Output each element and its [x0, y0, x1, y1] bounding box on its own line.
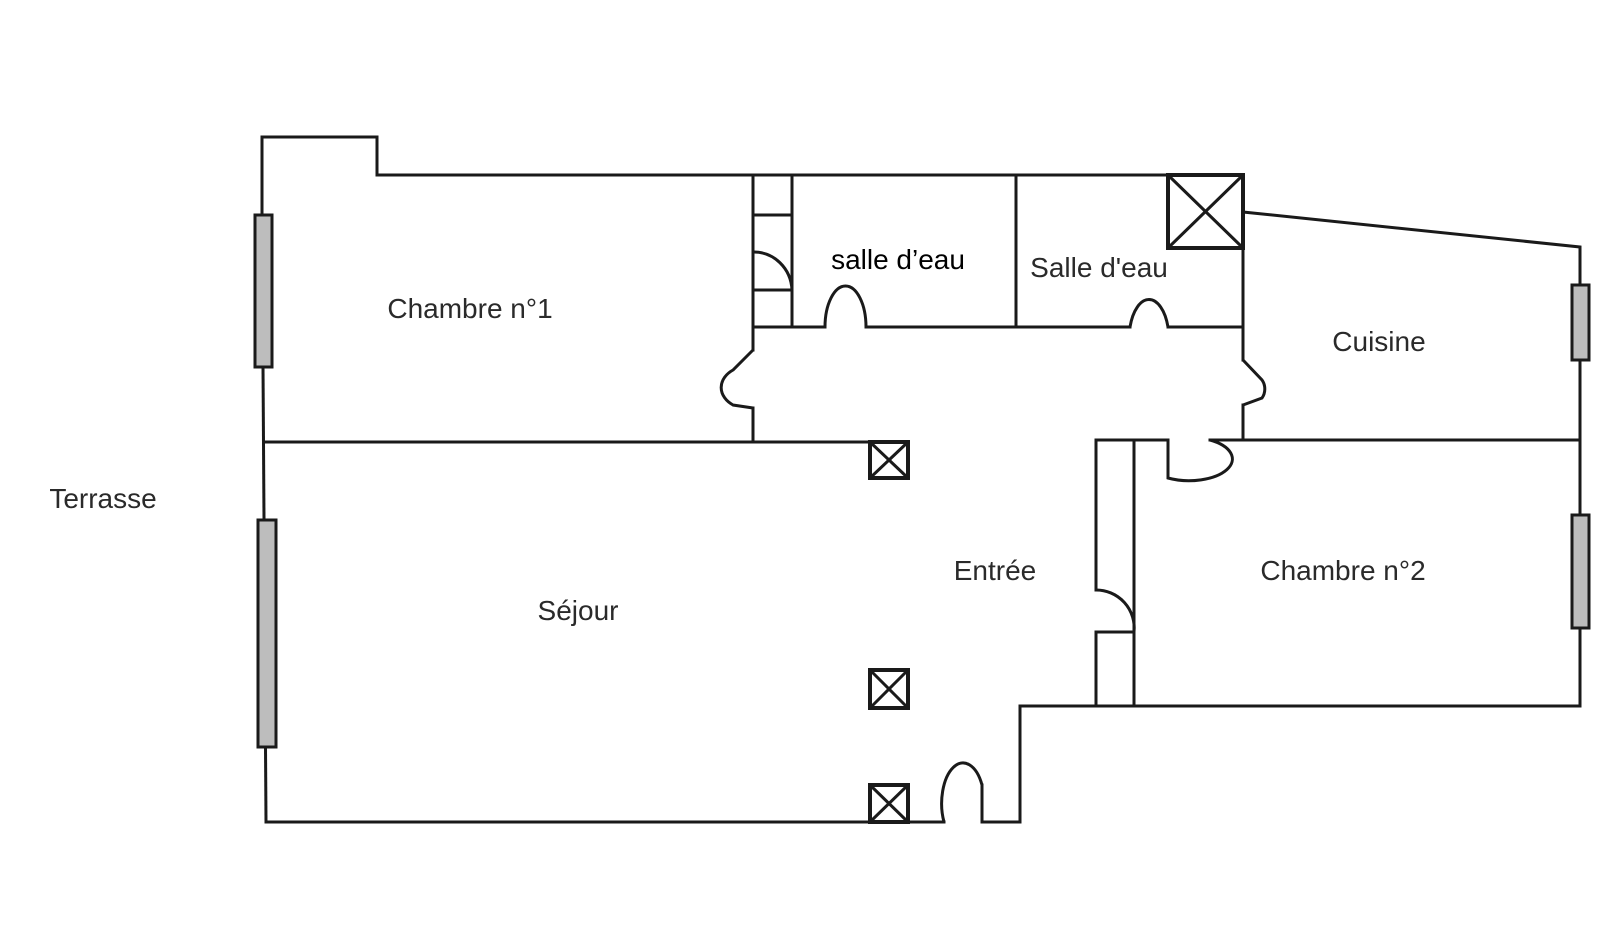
room-labels: Chambre n°1 salle d’eau Salle d'eau Cuis…	[49, 244, 1425, 626]
closet-upper	[751, 173, 794, 217]
closet-chambre2	[1094, 630, 1136, 708]
window-chambre1	[253, 213, 274, 369]
door-entrance	[940, 761, 984, 823]
duct-sejour-bottom	[868, 783, 910, 824]
window-chambre2	[1570, 513, 1591, 630]
door-sde1	[823, 284, 868, 328]
duct-kitchen-corner	[1166, 173, 1245, 250]
label-sejour: Séjour	[538, 595, 619, 626]
door-chambre1	[719, 348, 755, 410]
duct-sejour-middle	[868, 668, 910, 710]
interior-walls	[262, 173, 1582, 708]
ducts	[868, 173, 1245, 824]
label-cuisine: Cuisine	[1332, 326, 1425, 357]
door-sde2	[1128, 298, 1170, 328]
label-entree: Entrée	[954, 555, 1037, 586]
label-chambre-1: Chambre n°1	[387, 293, 552, 324]
label-salle-eau-1: salle d’eau	[831, 244, 965, 275]
door-closet-chambre2	[1095, 588, 1136, 633]
label-salle-eau-2: Salle d'eau	[1030, 252, 1168, 283]
outer-walls	[260, 135, 1582, 824]
closet-lower	[751, 288, 794, 329]
doors	[719, 250, 1267, 823]
door-chambre2	[1166, 438, 1234, 483]
label-chambre-2: Chambre n°2	[1260, 555, 1425, 586]
windows	[253, 213, 1591, 749]
wall-kitchen-right	[1241, 210, 1582, 442]
duct-sejour-top	[868, 440, 910, 480]
door-kitchen	[1241, 358, 1267, 407]
wall-entrance-right	[980, 438, 1582, 824]
window-kitchen	[1570, 283, 1591, 362]
wall-top-left	[260, 135, 1245, 217]
window-sejour	[256, 518, 278, 749]
door-closet-chambre1	[752, 250, 794, 291]
label-terrasse: Terrasse	[49, 483, 156, 514]
